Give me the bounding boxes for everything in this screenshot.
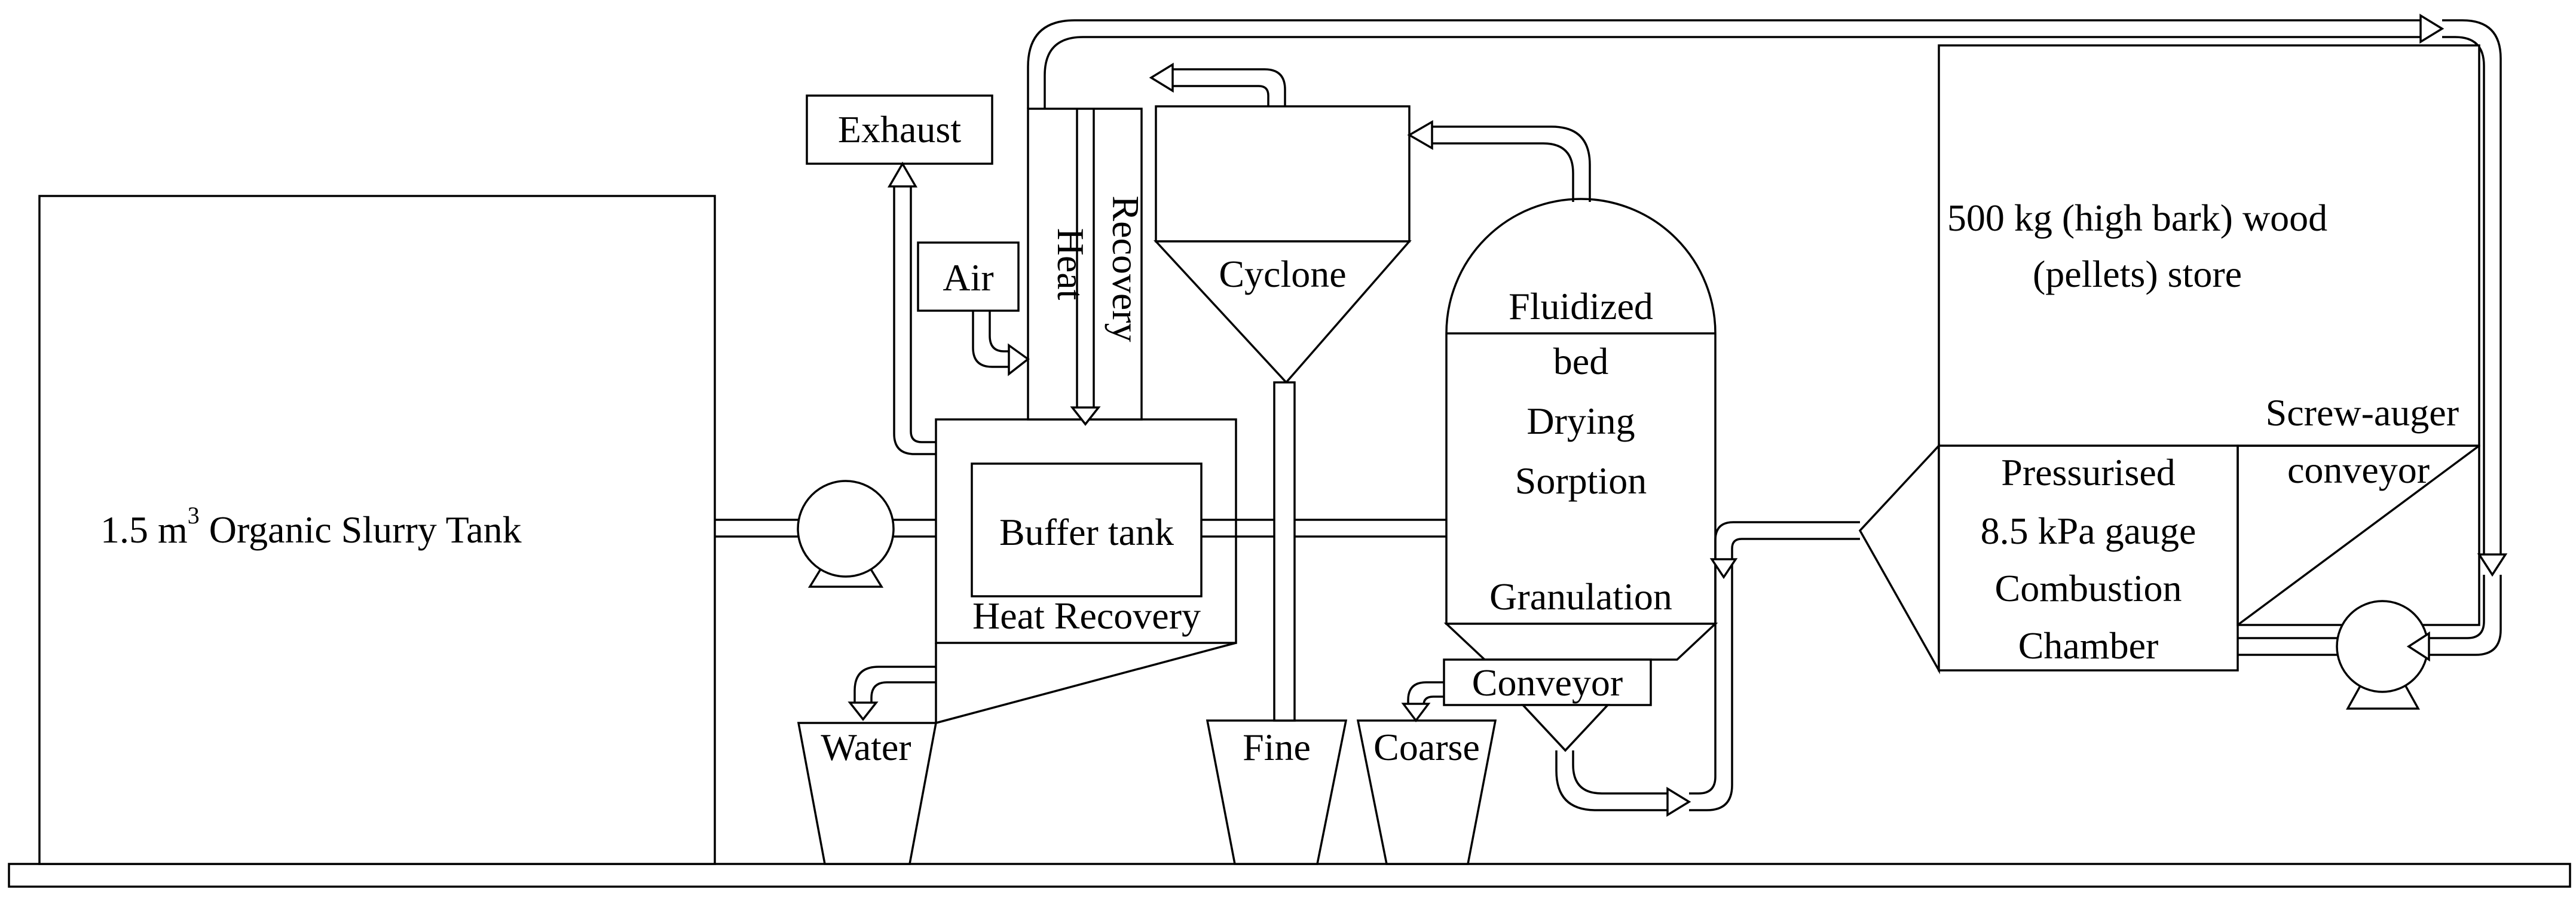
granulation-label: Granulation — [1489, 575, 1672, 618]
combustion-label-4: Chamber — [2018, 624, 2159, 667]
slurry-pump — [797, 480, 895, 588]
fluidized-label-3: Drying — [1526, 400, 1635, 442]
heat-recovery-column-label-1: Heat — [1050, 228, 1092, 301]
heat-recovery-label: Heat Recovery — [972, 594, 1201, 637]
coarse-label: Coarse — [1373, 726, 1480, 768]
heat-recovery-column-label-2: Recovery — [1105, 195, 1147, 342]
screw-auger-label-1: Screw-auger — [2266, 391, 2459, 434]
heat-recovery-unit: Buffer tank Heat Recovery — [935, 418, 1237, 724]
cyclone-to-heat-recovery-pipe — [1149, 62, 1286, 106]
water-flow-arrow — [848, 666, 936, 721]
hot-gas-top-pipe — [1027, 13, 2508, 577]
ground-base — [8, 863, 2571, 888]
granule-return-pipe — [1555, 521, 1860, 817]
buffer-tank-label: Buffer tank — [999, 511, 1174, 553]
water-label: Water — [821, 726, 911, 768]
buffer-tank — [971, 462, 1203, 597]
fluidized-label-1: Fluidized — [1509, 285, 1653, 327]
combustion-outlet-pipe — [2238, 637, 2338, 656]
exhaust-label: Exhaust — [838, 108, 961, 151]
air-inlet: Air — [917, 241, 1020, 312]
screw-auger-conveyor: conveyor — [2237, 445, 2480, 626]
fluidized-label-2: bed — [1553, 340, 1608, 382]
combustion-chamber: Pressurised 8.5 kPa gauge Combustion Cha… — [1858, 443, 2239, 675]
exhaust-flow-arrow — [887, 161, 936, 455]
combustion-label-3: Combustion — [1995, 567, 2182, 609]
screw-auger-label-2: conveyor — [2287, 449, 2430, 491]
dryer-to-cyclone-pipe — [1407, 119, 1591, 202]
coarse-bin: Coarse — [1356, 719, 1497, 865]
conveyor-label: Conveyor — [1472, 661, 1623, 704]
fluidized-bed-dryer: Fluidized bed Drying Sorption Granulatio… — [1443, 198, 1718, 661]
air-label: Air — [943, 256, 993, 299]
combustion-label-2: 8.5 kPa gauge — [1981, 510, 2196, 552]
wood-pellet-store: 500 kg (high bark) wood (pellets) store … — [1938, 44, 2480, 447]
coarse-flow-arrow — [1401, 681, 1444, 722]
slurry-feed-pipe — [715, 519, 972, 538]
slurry-tank-label: 1.5 m3 Organic Slurry Tank — [100, 502, 522, 551]
cyclone: Cyclone — [1154, 105, 1412, 722]
granule-return-arrowhead — [1709, 558, 1738, 580]
exhaust: Exhaust — [806, 94, 993, 165]
fluidized-label-4: Sorption — [1515, 459, 1647, 502]
blower-feed-pipe — [2406, 575, 2502, 662]
granule-conveyor: Conveyor — [1443, 658, 1652, 752]
air-blower-pump — [2336, 600, 2429, 710]
wood-store-label-2: (pellets) store — [2033, 253, 2242, 295]
combustion-label-1: Pressurised — [2001, 451, 2176, 494]
recovery-downflow-arrow — [1070, 109, 1101, 426]
organic-slurry-tank: 1.5 m3 Organic Slurry Tank — [38, 195, 716, 865]
wood-store-label-1: 500 kg (high bark) wood — [1947, 197, 2327, 239]
fine-bin: Fine — [1206, 719, 1348, 865]
fine-label: Fine — [1243, 726, 1311, 768]
heat-recovery-column: Heat Recovery — [1027, 108, 1147, 421]
water-bin: Water — [797, 722, 938, 865]
air-flow-arrow — [972, 311, 1030, 376]
cyclone-label: Cyclone — [1219, 253, 1346, 295]
